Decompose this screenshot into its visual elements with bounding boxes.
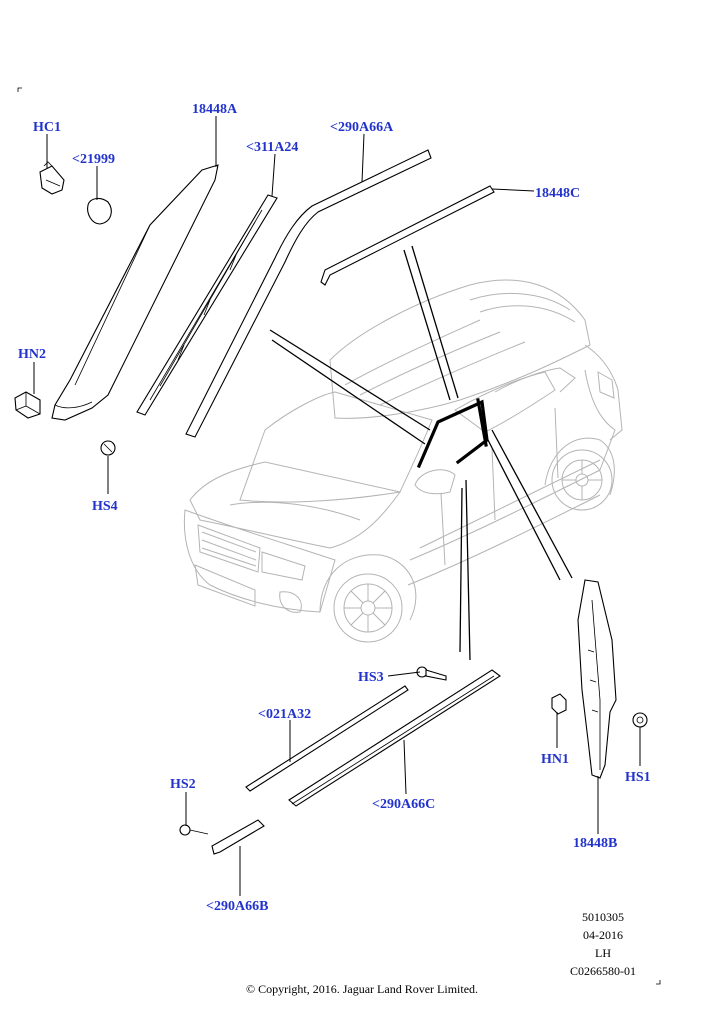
callout-290a66a[interactable]: <290A66A (330, 120, 394, 135)
callout-hs4[interactable]: HS4 (92, 499, 118, 514)
drawing-code: C0266580-01 (570, 964, 636, 978)
part-18448a-a-pillar-trim[interactable] (51, 164, 219, 421)
callout-290a66c[interactable]: <290A66C (372, 797, 435, 812)
callout-hs3[interactable]: HS3 (358, 670, 384, 685)
part-290a66a-finisher[interactable] (185, 149, 432, 438)
callout-18448a[interactable]: 18448A (192, 102, 238, 117)
callout-311a24[interactable]: <311A24 (246, 140, 298, 155)
callout-hc1[interactable]: HC1 (33, 120, 61, 135)
callout-021a32[interactable]: <021A32 (258, 707, 311, 722)
illustration-number: 5010305 (582, 910, 624, 924)
leader-lines (33, 116, 641, 896)
nut-hn2[interactable] (14, 391, 41, 419)
part-021a32-seal[interactable] (245, 685, 409, 792)
screw-hs4[interactable] (100, 440, 116, 456)
callout-290a66b[interactable]: <290A66B (206, 899, 268, 914)
part-290a66c-finisher[interactable] (288, 669, 501, 807)
part-311a24-weatherstrip[interactable] (136, 194, 278, 416)
part-18448c-moulding[interactable] (320, 185, 495, 286)
pointer-lines (269, 245, 573, 661)
callout-labels: HC1 <21999 18448A <311A24 <290A66A 18448… (18, 102, 651, 914)
nut-hn1[interactable] (551, 693, 567, 715)
part-18448b-b-pillar-trim[interactable] (577, 579, 617, 779)
copyright-notice: © Copyright, 2016. Jaguar Land Rover Lim… (245, 982, 479, 996)
illustration-date: 04-2016 (583, 928, 623, 942)
screw-hs1[interactable] (632, 712, 648, 728)
part-290a66b-end-piece[interactable] (211, 819, 265, 855)
callout-21999[interactable]: <21999 (72, 152, 115, 167)
clip-hc1[interactable] (39, 161, 65, 195)
callout-hs2[interactable]: HS2 (170, 777, 196, 792)
vehicle-outline (183, 279, 623, 643)
screw-hs3[interactable] (416, 666, 447, 681)
screw-hs2[interactable] (179, 824, 209, 836)
corner-mark-top-left (17, 87, 22, 92)
callout-hn1[interactable]: HN1 (541, 752, 569, 767)
corner-mark-bottom-right (656, 980, 661, 985)
callout-18448b[interactable]: 18448B (573, 836, 617, 851)
cap-21999[interactable] (87, 197, 112, 225)
callout-18448c[interactable]: 18448C (535, 186, 580, 201)
callout-hn2[interactable]: HN2 (18, 347, 46, 362)
highlighted-window-edges (416, 398, 489, 469)
callout-hs1[interactable]: HS1 (625, 770, 651, 785)
illustration-side: LH (595, 946, 611, 960)
